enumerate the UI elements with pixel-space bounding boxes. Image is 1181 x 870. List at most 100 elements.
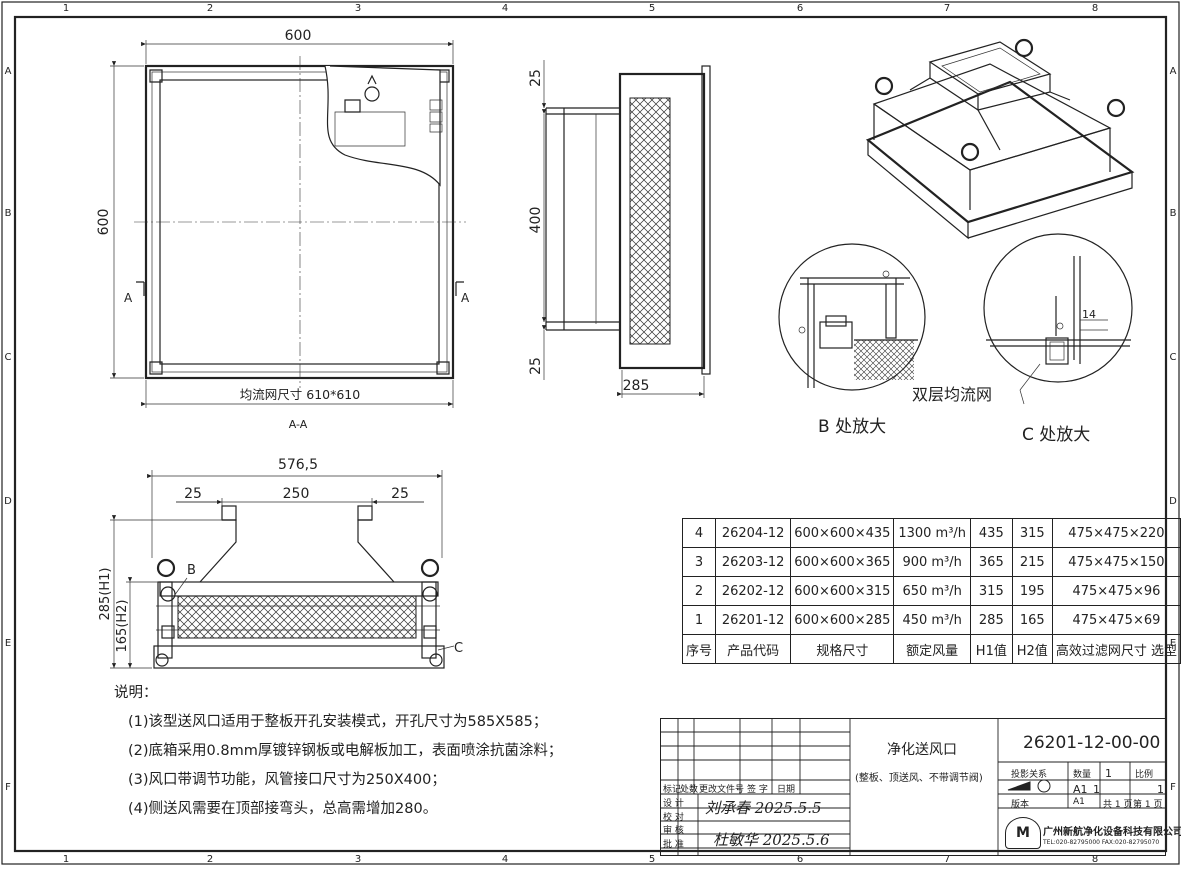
table-cell: 475×475×69: [1051, 605, 1181, 635]
table-cell: 165: [1011, 605, 1053, 635]
table-cell: 475×475×96: [1051, 576, 1181, 606]
signature-designer: 刘承春 2025.5.5: [705, 799, 822, 817]
section-mark-left: A: [124, 291, 133, 305]
front-view: [110, 40, 466, 408]
role-check: 校 对: [663, 813, 684, 823]
product-subtitle: (整板、顶送风、不带调节阀): [855, 773, 983, 784]
border-row-label: D: [1169, 496, 1177, 507]
table-cell: 435: [969, 518, 1013, 548]
table-cell: 产品代码: [715, 634, 792, 664]
border-column-label: 4: [502, 854, 508, 865]
table-cell: 高效过滤网尺寸 选型: [1051, 634, 1181, 664]
border-column-label: 2: [207, 3, 213, 14]
border-row-label: A: [5, 66, 12, 77]
title-block: 标记 处数 更改文件号 签 字 日期 设 计 校 对 审 核 批 准 刘承春 2…: [660, 718, 1181, 856]
detail-mark-b: B: [187, 563, 196, 578]
border-column-label: 2: [207, 854, 213, 865]
table-cell: 365: [969, 547, 1013, 577]
table-cell: H1值: [969, 634, 1013, 664]
table-cell: 额定风量: [893, 634, 971, 664]
rev-header-count: 处数: [680, 785, 699, 795]
side-view: [541, 60, 711, 398]
note-item: (1)该型送风口适用于整板开孔安装模式，开孔尺寸为585X585；: [128, 714, 548, 730]
border-column-label: 8: [1092, 854, 1098, 865]
table-cell: 序号: [681, 634, 717, 664]
bottom-h2-dim: 165(H2): [115, 599, 130, 652]
section-label: A-A: [289, 418, 308, 431]
table-cell: 315: [969, 576, 1013, 606]
front-height-dim: 600: [96, 209, 112, 236]
sheet-number: 第 1 页: [1133, 800, 1163, 810]
notes: 说明： (1)该型送风口适用于整板开孔安装模式，开孔尺寸为585X585； (2…: [114, 679, 594, 824]
border-column-label: 6: [797, 3, 803, 14]
table-cell: 475×475×220: [1051, 518, 1181, 548]
detail-c-callout: 双层均流网: [912, 385, 992, 404]
section-mark-right: A: [461, 291, 470, 305]
table-cell: 600×600×365: [790, 547, 895, 577]
table-cell: H2值: [1011, 634, 1053, 664]
border-row-label: F: [5, 782, 11, 793]
qty-label: 数量: [1073, 770, 1092, 780]
title-block-grid: [660, 718, 1166, 856]
detail-c-dim: 14: [1082, 308, 1096, 321]
role-design: 设 计: [663, 799, 684, 809]
rev-header-doc: 更改文件号: [699, 785, 745, 795]
table-cell: 475×475×150: [1051, 547, 1181, 577]
detail-mark-c: C: [454, 641, 463, 656]
scale-label: 比例: [1135, 770, 1154, 780]
rev-header-date: 日期: [777, 785, 796, 795]
border-row-label: A: [1170, 66, 1177, 77]
company-name: 广州新航净化设备科技有限公司: [1043, 827, 1181, 838]
front-width-dim: 600: [285, 28, 312, 44]
company-logo: M: [1005, 817, 1041, 849]
detail-c: [983, 233, 1133, 405]
table-cell: 285: [969, 605, 1013, 635]
projection-label: 投影关系: [1011, 770, 1048, 780]
table-cell: 1300 m³/h: [893, 518, 971, 548]
border-column-label: 1: [63, 3, 69, 14]
table-cell: 26203-12: [715, 547, 792, 577]
detail-b-label: B 处放大: [818, 417, 886, 437]
border-column-label: 6: [797, 854, 803, 865]
border-row-label: B: [1170, 208, 1177, 219]
table-cell: 600×600×435: [790, 518, 895, 548]
border-column-label: 8: [1092, 3, 1098, 14]
table-cell: 650 m³/h: [893, 576, 971, 606]
total-sheets: 共 1 页: [1103, 800, 1133, 810]
role-approve: 批 准: [663, 840, 684, 850]
filter-size-label: 均流网尺寸 610*610: [240, 387, 360, 402]
table-cell: 26204-12: [715, 518, 792, 548]
table-cell: 600×600×285: [790, 605, 895, 635]
table-cell: 195: [1011, 576, 1053, 606]
note-item: (4)侧送风需要在顶部接弯头，总高需增加280。: [128, 801, 438, 817]
table-cell: 26202-12: [715, 576, 792, 606]
isometric-view: [865, 38, 1135, 240]
bottom-left-offset: 25: [184, 486, 202, 502]
sheet-size: A1: [1073, 783, 1088, 796]
side-dim-bottom: 25: [528, 357, 544, 375]
table-cell: 600×600×315: [790, 576, 895, 606]
rev-header-sign: 签 字: [747, 785, 768, 795]
qty-value: 1: [1093, 783, 1100, 796]
border-column-label: 5: [649, 854, 655, 865]
bottom-view: [110, 470, 455, 669]
notes-title: 说明：: [114, 685, 158, 701]
bottom-h1-dim: 285(H1): [98, 567, 113, 620]
rev-header-mark: 标记: [663, 785, 682, 795]
version-label: 版本: [1011, 800, 1030, 810]
table-cell: 1: [681, 605, 717, 635]
border-row-label: E: [5, 638, 11, 649]
border-row-label: B: [5, 208, 12, 219]
bottom-overall-width: 576,5: [278, 457, 318, 473]
signature-approver: 杜敏华 2025.5.6: [713, 831, 830, 849]
table-cell: 315: [1011, 518, 1053, 548]
table-cell: 26201-12: [715, 605, 792, 635]
side-depth-dim: 285: [623, 378, 650, 394]
detail-b: [778, 243, 926, 391]
